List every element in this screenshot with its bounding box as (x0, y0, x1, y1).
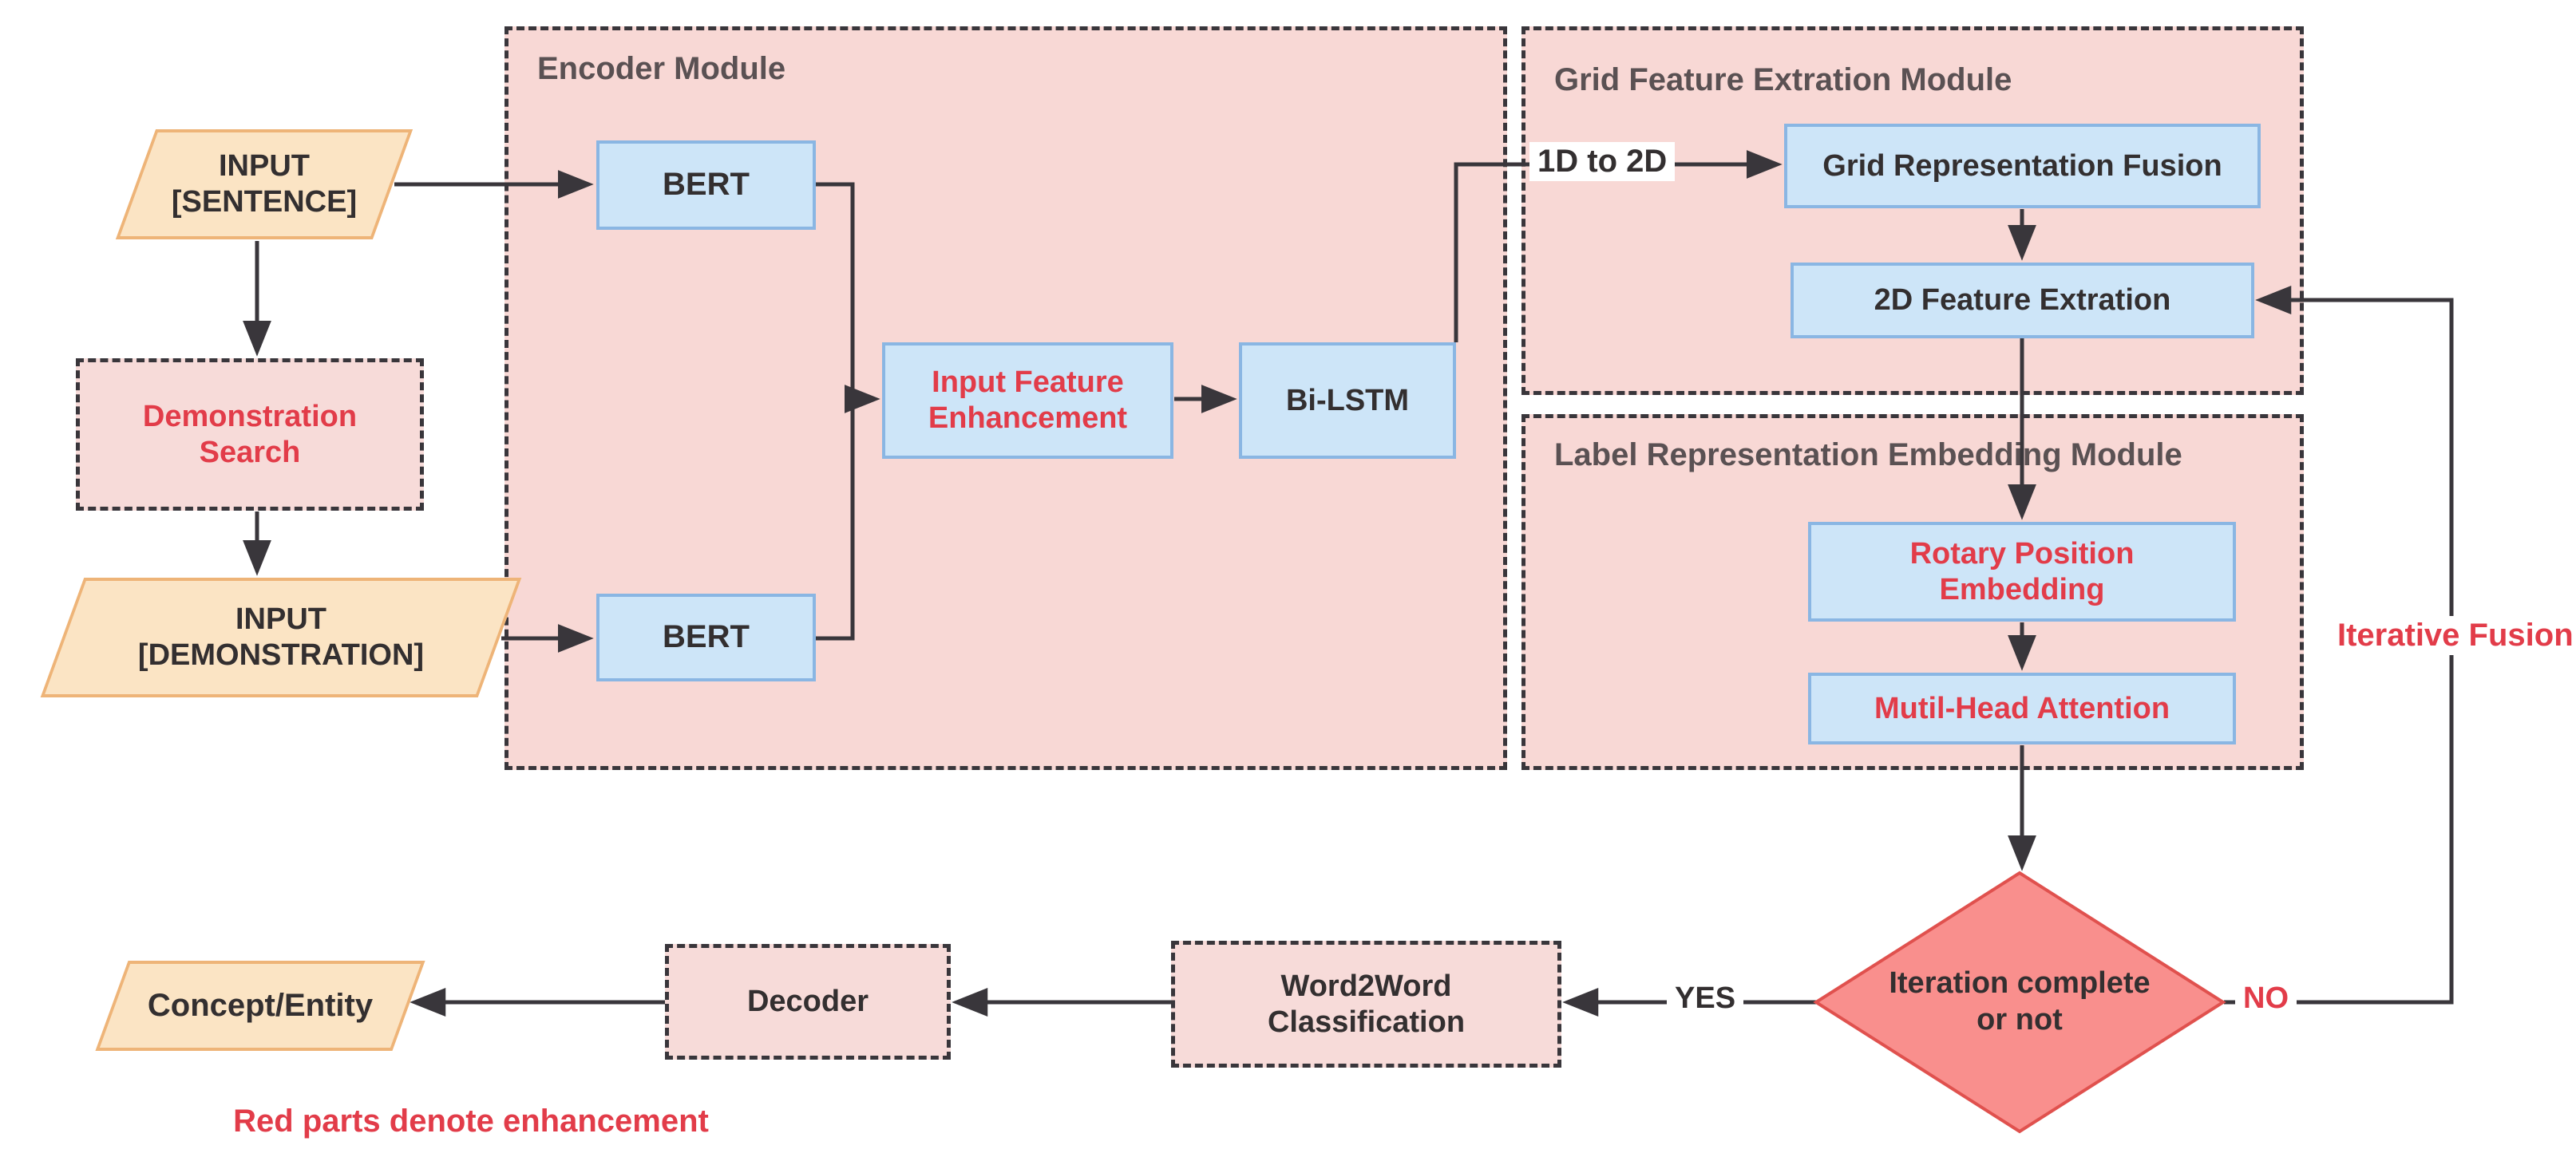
word2word-classification-node: Word2Word Classification (1171, 941, 1561, 1068)
label-embedding-module-title: Label Representation Embedding Module (1554, 437, 2182, 472)
bert-bottom-label: BERT (663, 619, 750, 655)
grid-representation-fusion-label: Grid Representation Fusion (1822, 148, 2222, 183)
input-sentence-label: INPUT [SENTENCE] (171, 149, 358, 219)
bert-top-label: BERT (663, 167, 750, 203)
edge-label-yes: YES (1667, 980, 1744, 1017)
edge-label-iterative-fusion: Iterative Fusion (2329, 616, 2576, 655)
decoder-node: Decoder (665, 944, 951, 1060)
decoder-label: Decoder (746, 985, 869, 1019)
decision-diamond-label: Iteration complete or not (1876, 942, 2163, 1063)
input-feature-enhancement-label: Input Feature Enhancement (928, 365, 1128, 435)
word2word-classification-label: Word2Word Classification (1267, 969, 1466, 1039)
input-feature-enhancement-node: Input Feature Enhancement (882, 342, 1173, 459)
rotary-position-embedding-label: Rotary Position Embedding (1909, 536, 2135, 606)
2d-feature-extraction-node: 2D Feature Extration (1791, 263, 2254, 338)
grid-representation-fusion-node: Grid Representation Fusion (1784, 124, 2261, 208)
bilstm-label: Bi-LSTM (1285, 383, 1410, 417)
figure-caption: Red parts denote enhancement (233, 1104, 709, 1139)
bilstm-node: Bi-LSTM (1239, 342, 1456, 459)
input-demonstration-node: INPUT [DEMONSTRATION] (40, 578, 522, 697)
demonstration-search-label: Demonstration Search (142, 399, 358, 469)
concept-entity-label: Concept/Entity (147, 987, 374, 1023)
concept-entity-node: Concept/Entity (95, 961, 425, 1051)
input-sentence-node: INPUT [SENTENCE] (115, 129, 414, 239)
edge-label-1d-to-2d: 1D to 2D (1529, 142, 1676, 181)
rotary-position-embedding-node: Rotary Position Embedding (1808, 522, 2236, 622)
bert-bottom-node: BERT (596, 594, 816, 681)
decision-diamond-text: Iteration complete or not (1889, 966, 2151, 1037)
demonstration-search-node: Demonstration Search (76, 358, 424, 511)
mutil-head-attention-node: Mutil-Head Attention (1808, 673, 2236, 744)
grid-feature-module-container: Grid Feature Extration Module (1521, 26, 2304, 395)
mutil-head-attention-label: Mutil-Head Attention (1874, 691, 2170, 725)
grid-feature-module-title: Grid Feature Extration Module (1554, 62, 2012, 97)
2d-feature-extraction-label: 2D Feature Extration (1874, 283, 2171, 318)
bert-top-node: BERT (596, 140, 816, 230)
encoder-module-title: Encoder Module (537, 51, 786, 86)
edge-label-no: NO (2235, 980, 2297, 1017)
input-demonstration-label: INPUT [DEMONSTRATION] (137, 602, 425, 672)
